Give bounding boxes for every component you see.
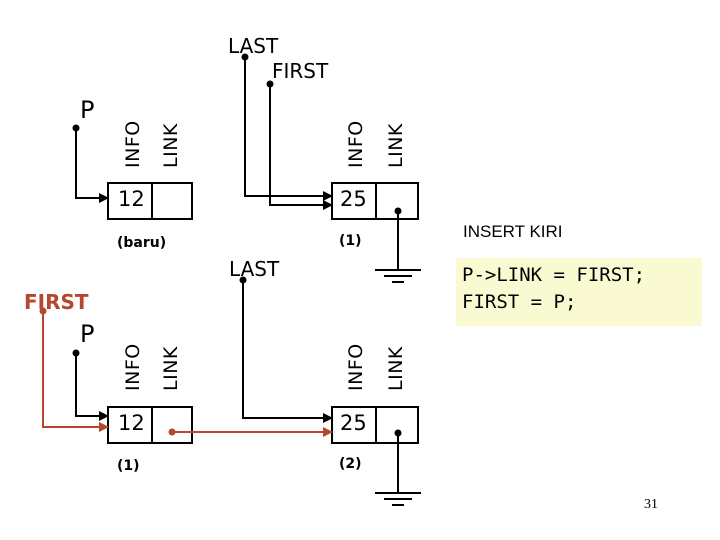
bottom-first-label: FIRST: [24, 290, 89, 314]
top-node1-value: 12: [118, 187, 145, 211]
bottom-p-label: P: [80, 320, 95, 348]
top-node2-link-label: LINK: [385, 123, 407, 168]
bottom-ground-icon: [375, 492, 421, 506]
code-block: P->LINK = FIRST; FIRST = P;: [456, 258, 702, 326]
top-p-label: P: [80, 96, 95, 124]
top-node2-caption: (1): [339, 233, 362, 249]
bottom-last-label: LAST: [229, 257, 280, 281]
bottom-node1-box: [107, 406, 193, 444]
top-first-label: FIRST: [272, 59, 329, 83]
top-ground-icon: [375, 269, 421, 283]
top-last-arrow: [244, 57, 333, 201]
top-node1-link-label: LINK: [160, 123, 182, 168]
bottom-node1-caption: (1): [117, 458, 140, 474]
bottom-node2-caption: (2): [339, 456, 362, 472]
top-p-arrow: [75, 128, 109, 203]
top-last-label: LAST: [228, 34, 279, 58]
top-node1-caption: (baru): [117, 235, 167, 251]
bottom-last-arrow: [242, 280, 333, 423]
insert-kiri-title: INSERT KIRI: [463, 222, 563, 241]
bottom-p-arrow: [75, 353, 109, 421]
top-node2-value: 25: [340, 187, 367, 211]
bottom-node2-value: 25: [340, 411, 367, 435]
top-node2-info-label: INFO: [345, 120, 367, 168]
bottom-node2-info-label: INFO: [345, 343, 367, 391]
top-first-arrow: [269, 84, 333, 210]
bottom-node2-link-label: LINK: [385, 346, 407, 391]
bottom-node1-info-label: INFO: [122, 343, 144, 391]
page-number: 31: [644, 497, 658, 512]
bottom-node1-value: 12: [118, 411, 145, 435]
code-line-1: P->LINK = FIRST;: [462, 264, 646, 286]
top-node1-info-label: INFO: [122, 120, 144, 168]
bottom-node1-link-label: LINK: [160, 346, 182, 391]
bottom-first-arrow: [42, 311, 109, 432]
code-line-2: FIRST = P;: [462, 291, 577, 313]
